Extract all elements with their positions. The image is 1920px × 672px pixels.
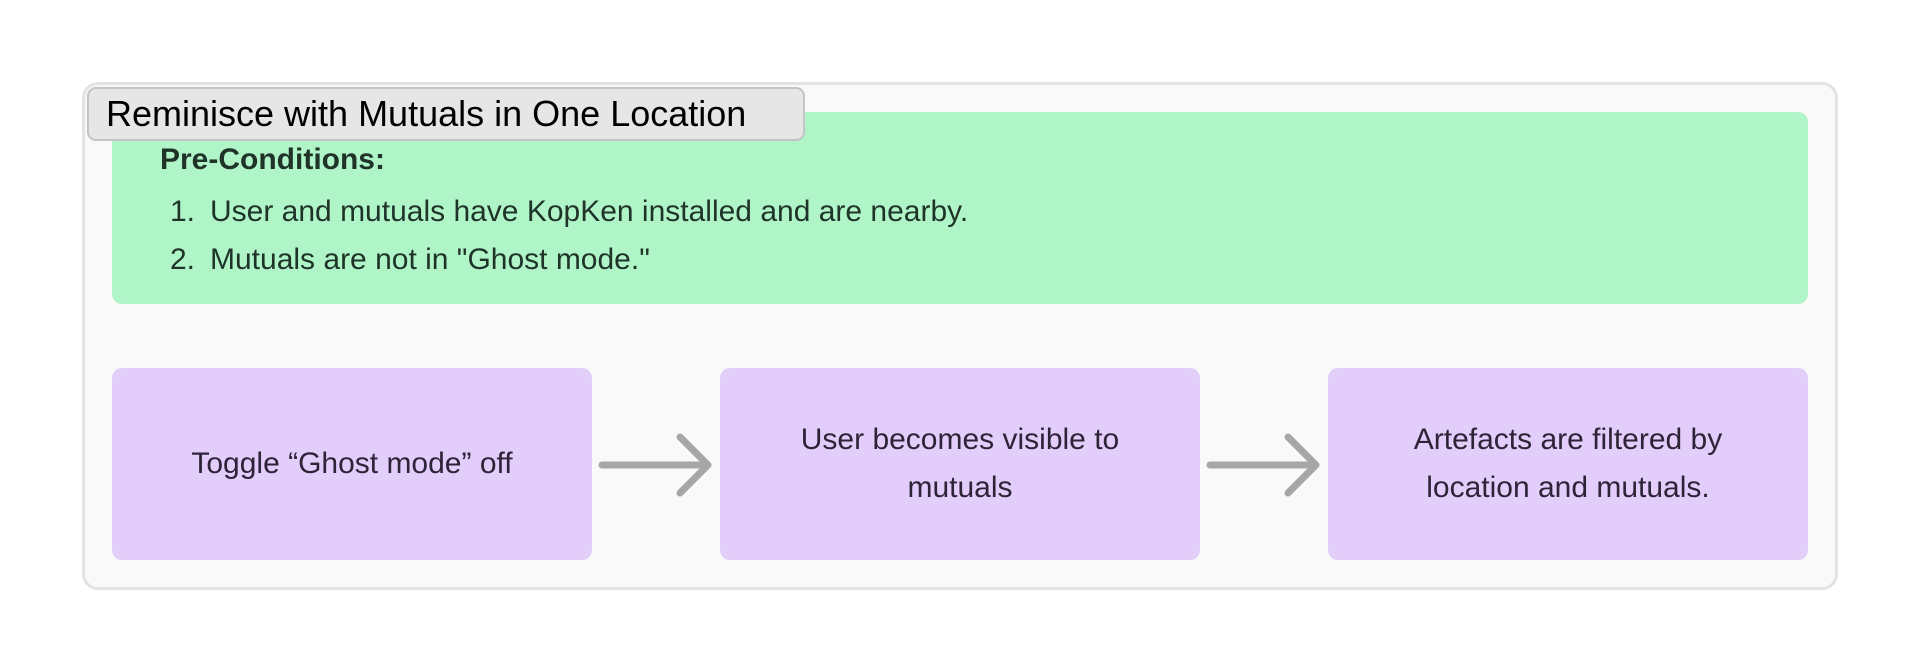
precondition-item: 1. User and mutuals have KopKen installed… [170, 188, 968, 236]
preconditions-box: Pre-Conditions: 1. User and mutuals have … [112, 112, 1808, 304]
flow-arrow-icon [598, 433, 712, 497]
flow-arrow-icon [1206, 433, 1320, 497]
step-toggle-ghost-mode: Toggle “Ghost mode” off [112, 368, 592, 560]
precondition-text: User and mutuals have KopKen installed a… [210, 195, 969, 228]
step-artefacts-filtered: Artefacts are filtered by location and m… [1328, 368, 1808, 560]
precondition-number: 2. [170, 243, 196, 276]
step-user-visible: User becomes visible to mutuals [720, 368, 1200, 560]
diagram-title: Reminisce with Mutuals in One Location [87, 87, 805, 141]
precondition-item: 2. Mutuals are not in "Ghost mode." [170, 236, 968, 284]
preconditions-heading: Pre-Conditions: [160, 143, 385, 176]
preconditions-list: 1. User and mutuals have KopKen installed… [170, 188, 968, 284]
precondition-number: 1. [170, 195, 196, 228]
precondition-text: Mutuals are not in "Ghost mode." [210, 243, 650, 276]
